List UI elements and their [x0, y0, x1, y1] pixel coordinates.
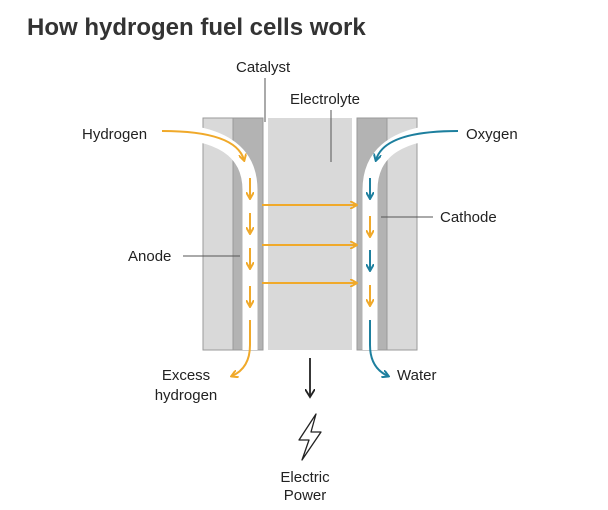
lightning-bolt-icon	[298, 413, 322, 461]
excess-hydrogen-arrow	[232, 320, 251, 376]
anode-outer-plate	[202, 117, 234, 351]
cathode-outer-plate	[386, 117, 418, 351]
electric-power-label-line1: Electric	[280, 469, 330, 486]
excess-hydrogen-label-line2: hydrogen	[155, 387, 218, 404]
water-label: Water	[397, 367, 436, 384]
electrolyte	[268, 118, 352, 350]
electric-power-label-line2: Power	[284, 487, 327, 504]
anode-label: Anode	[128, 248, 171, 265]
oxygen-label: Oxygen	[466, 126, 518, 143]
oxygen-inflow-arrow	[376, 130, 459, 160]
diagram-title: How hydrogen fuel cells work	[27, 14, 366, 41]
proton-arrows	[262, 205, 356, 283]
electrolyte-label: Electrolyte	[290, 91, 360, 108]
hydrogen-inflow-arrow	[161, 130, 244, 160]
catalyst-label: Catalyst	[236, 59, 291, 76]
hydrogen-label: Hydrogen	[82, 126, 147, 143]
excess-hydrogen-label-line1: Excess	[162, 367, 210, 384]
cathode-label: Cathode	[440, 209, 497, 226]
water-outflow-arrow	[369, 320, 388, 376]
